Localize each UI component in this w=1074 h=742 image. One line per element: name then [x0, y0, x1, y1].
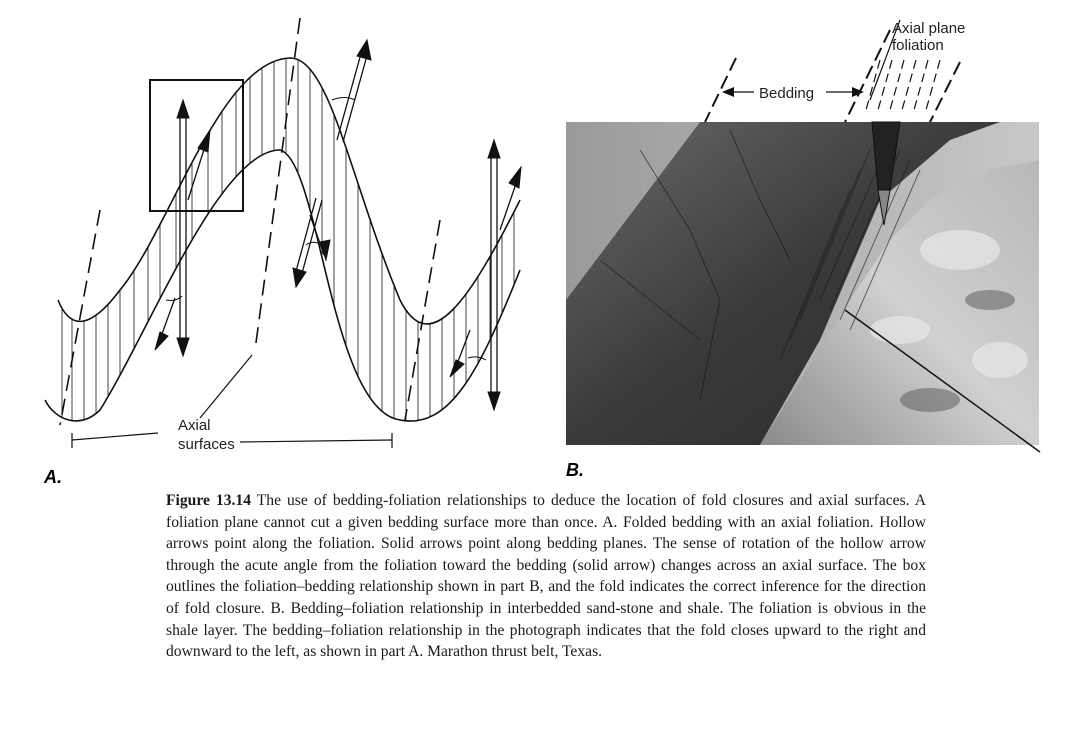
- axial-plane-label-line1: Axial plane: [892, 20, 965, 37]
- figure-caption: Figure 13.14 The use of bedding-foliatio…: [166, 490, 926, 663]
- panel-a-label: A.: [43, 467, 62, 487]
- axial-label-line1: Axial: [178, 417, 211, 434]
- foliation-hatching: [61, 58, 515, 422]
- panel-b-label: B.: [566, 460, 584, 480]
- pencil-scale: [871, 121, 901, 226]
- axial-label-line2: surfaces: [178, 436, 235, 453]
- bedding-label: Bedding: [759, 85, 814, 102]
- figure-number: Figure 13.14: [166, 492, 251, 509]
- bedding-arrows: [157, 139, 519, 373]
- fold-diagram: Axial surfaces A.: [43, 17, 522, 487]
- lower-bedding-line: [44, 149, 521, 422]
- rotation-arcs: [165, 97, 487, 361]
- axial-label-connectors: [71, 354, 393, 448]
- axial-surface-lines: [59, 17, 441, 426]
- arrowheads: [154, 38, 522, 412]
- caption-text: The use of bedding-foliation relationshi…: [166, 492, 926, 661]
- hollow-arrows: [179, 49, 498, 400]
- rock-photograph: [566, 121, 1041, 453]
- axial-plane-label-line2: foliation: [892, 37, 944, 54]
- upper-bedding-line: [57, 57, 521, 325]
- bedding-trace-line: [844, 309, 1041, 453]
- inset-box: [149, 79, 244, 212]
